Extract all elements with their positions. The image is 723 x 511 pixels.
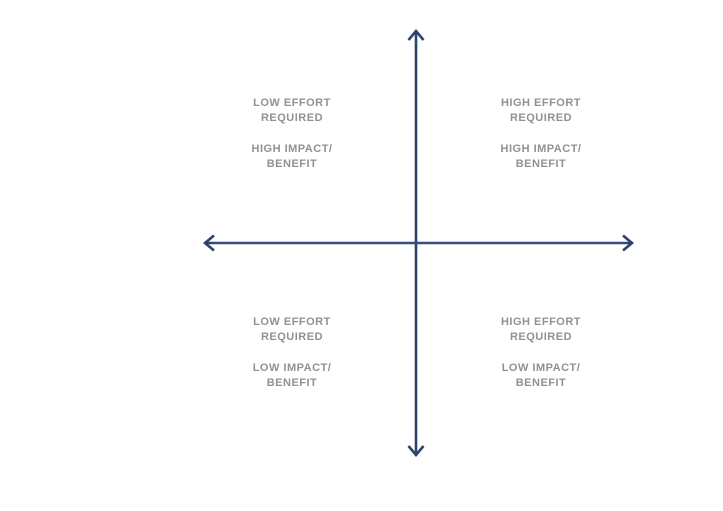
impact-label: HIGH IMPACT/ BENEFIT [500,143,582,170]
effort-label: HIGH EFFORT REQUIRED [500,316,582,343]
effort-label: HIGH EFFORT REQUIRED [500,97,582,124]
quadrant-bottom-left: LOW EFFORT REQUIRED LOW IMPACT/ BENEFIT [212,315,372,391]
impact-label: HIGH IMPACT/ BENEFIT [251,143,333,170]
quadrant-top-right: HIGH EFFORT REQUIRED HIGH IMPACT/ BENEFI… [461,96,621,172]
arrow-down-icon [407,445,425,458]
arrow-left-icon [202,234,215,252]
impact-label: LOW IMPACT/ BENEFIT [252,362,332,389]
quadrant-top-left: LOW EFFORT REQUIRED HIGH IMPACT/ BENEFIT [212,96,372,172]
effort-label: LOW EFFORT REQUIRED [253,97,331,124]
arrow-right-icon [622,234,635,252]
quadrant-bottom-right: HIGH EFFORT REQUIRED LOW IMPACT/ BENEFIT [461,315,621,391]
effort-label: LOW EFFORT REQUIRED [253,316,331,343]
impact-label: LOW IMPACT/ BENEFIT [501,362,581,389]
arrow-up-icon [407,28,425,41]
